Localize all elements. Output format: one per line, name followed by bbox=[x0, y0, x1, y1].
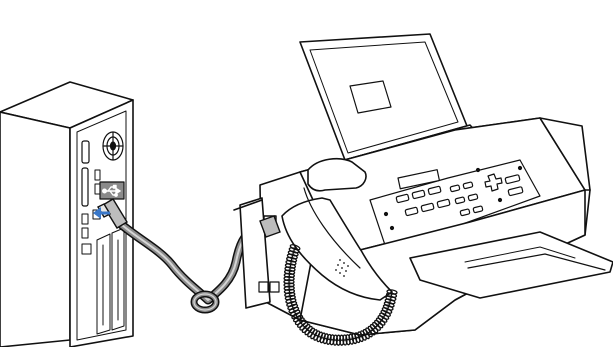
parallel-port bbox=[81, 167, 89, 207]
cord-coil bbox=[284, 294, 296, 301]
handset bbox=[281, 157, 393, 301]
cord-coil bbox=[286, 301, 298, 307]
cord-coil bbox=[284, 263, 296, 269]
fax-machine bbox=[233, 33, 613, 336]
lcd-display bbox=[397, 169, 441, 190]
ext-jack bbox=[269, 281, 280, 293]
cord-coil bbox=[283, 272, 295, 279]
cord-coil bbox=[307, 327, 316, 338]
usb-port bbox=[99, 181, 125, 200]
cord-coil bbox=[285, 259, 297, 266]
cord-coil bbox=[283, 275, 295, 282]
cord-coil bbox=[381, 307, 393, 314]
cord-coil bbox=[294, 317, 305, 326]
cord-coil bbox=[384, 298, 396, 305]
cord-coil bbox=[383, 301, 395, 308]
line-jack bbox=[258, 281, 269, 293]
cord-coil bbox=[310, 329, 318, 340]
cord-coil bbox=[374, 319, 384, 329]
cord-coil bbox=[339, 334, 345, 346]
cord-coil bbox=[351, 333, 358, 345]
cord-coil bbox=[299, 321, 309, 331]
cord-coil bbox=[283, 269, 296, 275]
cord-coil bbox=[367, 325, 376, 336]
cord-coil bbox=[360, 330, 367, 341]
serial-port bbox=[81, 140, 90, 164]
cord-coil bbox=[375, 317, 386, 326]
cord-coil bbox=[287, 303, 299, 311]
cord-coil bbox=[385, 295, 397, 302]
cord-coil bbox=[380, 309, 391, 317]
cord-coil bbox=[316, 331, 323, 343]
usb-plug-fax bbox=[259, 215, 281, 238]
cord-coil bbox=[288, 306, 300, 314]
cord-coil bbox=[287, 250, 299, 257]
coiled-cord bbox=[283, 244, 398, 346]
cord-coil bbox=[289, 309, 301, 317]
cord-coil bbox=[283, 285, 295, 291]
cord-coil bbox=[365, 327, 373, 338]
cord-coil bbox=[329, 334, 335, 346]
insert-arrow-icon bbox=[93, 207, 110, 219]
cord-coil bbox=[377, 315, 388, 323]
cord-coil bbox=[372, 321, 381, 331]
cord-coil bbox=[286, 256, 298, 263]
cord-coil bbox=[283, 288, 296, 295]
cord-coil bbox=[386, 289, 398, 295]
cord-coil bbox=[284, 266, 296, 272]
cord-coil bbox=[322, 333, 329, 345]
cord-coil bbox=[301, 323, 311, 334]
control-panel bbox=[369, 159, 541, 246]
cord-coil bbox=[304, 325, 313, 336]
cord-coil bbox=[369, 323, 379, 334]
cord-coil bbox=[288, 247, 300, 254]
cord-coil bbox=[291, 312, 302, 320]
cord-coil bbox=[354, 332, 361, 344]
cord-coil bbox=[345, 334, 351, 346]
cord-coil bbox=[335, 334, 342, 346]
cord-coil bbox=[297, 319, 307, 328]
usb-cable bbox=[117, 220, 270, 314]
cord-coil bbox=[342, 334, 348, 346]
cord-coil bbox=[285, 298, 297, 304]
cord-coil bbox=[283, 282, 295, 288]
usb-symbol-icon bbox=[101, 184, 121, 197]
cord-coil bbox=[348, 333, 354, 345]
cord-coil bbox=[283, 279, 295, 285]
cord-coil bbox=[379, 312, 390, 320]
fan-grille bbox=[102, 131, 124, 161]
cord-coil bbox=[284, 291, 296, 298]
cord-coil bbox=[319, 332, 326, 344]
expansion-slots bbox=[96, 227, 125, 335]
cord-coil bbox=[326, 333, 332, 345]
cord-coil bbox=[357, 331, 364, 343]
speaker-grille bbox=[335, 259, 349, 277]
computer-tower bbox=[0, 81, 134, 347]
cord-coil bbox=[289, 244, 301, 251]
cord-coil bbox=[313, 330, 321, 341]
cord-coil bbox=[385, 292, 398, 299]
cord-coil bbox=[286, 253, 298, 260]
cord-coil bbox=[362, 328, 370, 340]
cord-coil bbox=[293, 314, 304, 323]
cord-coil bbox=[382, 304, 394, 311]
cord-coil bbox=[332, 334, 338, 346]
output-tray bbox=[409, 231, 613, 299]
